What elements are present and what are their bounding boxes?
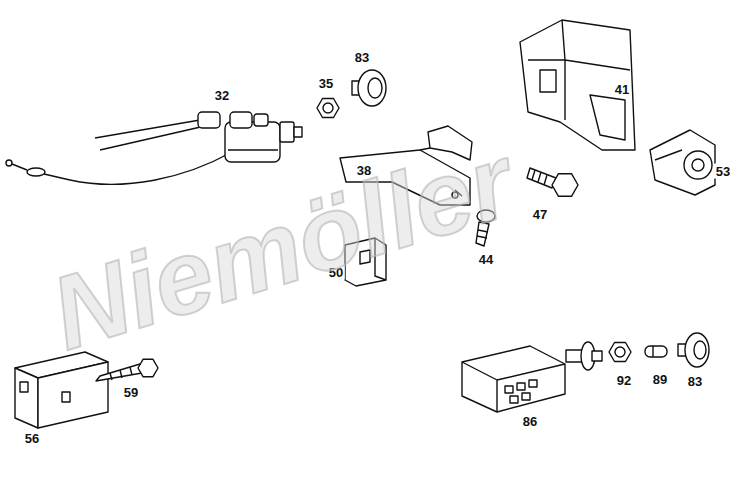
bolt-part [527,168,578,196]
knob-part [678,333,709,367]
switch-part [650,130,715,195]
callout-number: 86 [521,414,539,429]
clip-part [345,238,386,286]
callout-number: 47 [531,207,549,222]
callout-number: 83 [353,50,371,65]
callout-number: 41 [613,82,631,97]
nut-part [317,99,339,118]
callout-number: 50 [327,265,345,280]
nut-part [609,343,631,362]
callout-number: 44 [477,252,495,267]
knob-part [352,70,386,106]
callout-number: 59 [122,385,140,400]
light-switch-part [462,342,602,412]
callout-number: 56 [23,431,41,446]
actuator-part [6,112,302,184]
callout-number: 32 [213,88,231,103]
housing-part [520,20,635,150]
callout-number: 89 [651,372,669,387]
screw-part [476,210,495,246]
bulb-part [645,346,667,357]
callout-number: 35 [317,76,335,91]
callout-number: 38 [355,163,373,178]
callout-number: 83 [686,374,704,389]
control-unit-part [15,352,108,428]
screw-part [96,359,158,381]
bracket-part [340,126,472,205]
callout-number: 53 [714,164,732,179]
callout-number: 92 [615,373,633,388]
watermark: Niemöller [40,128,524,366]
